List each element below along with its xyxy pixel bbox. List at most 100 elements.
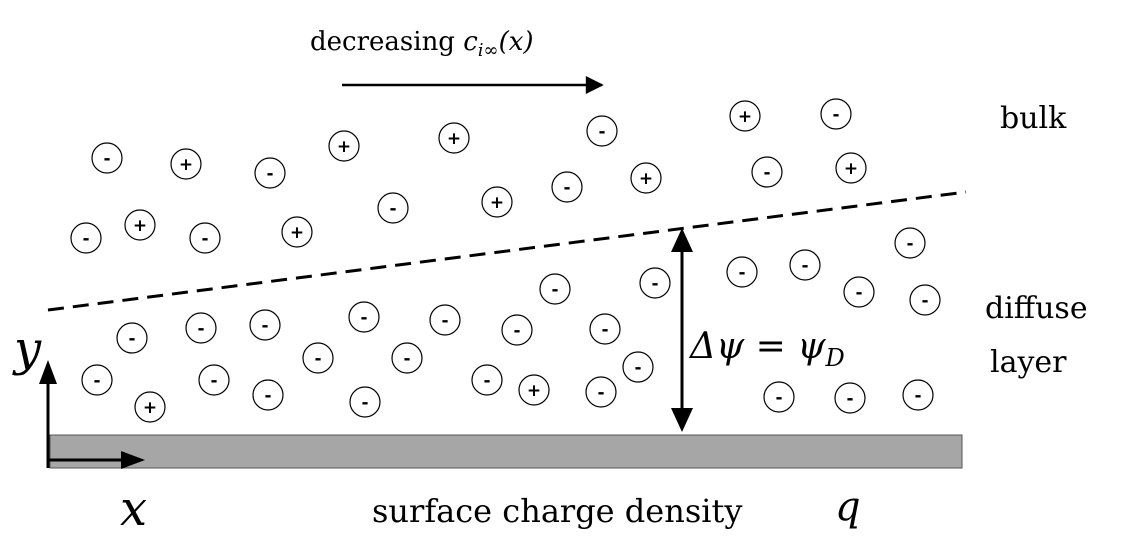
cation: + <box>170 148 202 180</box>
ion-sign: + <box>447 129 461 149</box>
ion-circle <box>551 171 583 203</box>
cation: + <box>134 391 166 423</box>
anion: - <box>249 309 281 341</box>
ion-sign: - <box>597 383 604 403</box>
ion-sign: - <box>775 388 782 408</box>
ion-circle <box>751 156 783 188</box>
ion-sign: - <box>634 358 641 378</box>
ion-sign: - <box>855 283 862 303</box>
ion-circle <box>281 216 313 248</box>
anion: - <box>501 314 533 346</box>
charged-surface <box>49 434 963 469</box>
x-axis-label: x <box>120 481 147 537</box>
ion-circle <box>328 130 360 162</box>
ion-circle <box>252 379 284 411</box>
ion-circle <box>134 391 166 423</box>
ion-circle <box>820 98 852 130</box>
ion-circle <box>834 382 866 414</box>
ion-sign: - <box>914 386 921 406</box>
ion-circle <box>539 273 571 305</box>
ion-circle <box>189 222 221 254</box>
ion-circle <box>185 312 217 344</box>
ion-circle <box>471 364 503 396</box>
cation: + <box>518 374 550 406</box>
ion-circle <box>585 376 617 408</box>
bulk-label: bulk <box>1000 101 1067 136</box>
ion-circle <box>639 267 671 299</box>
anion: - <box>429 304 461 336</box>
cation: + <box>481 186 513 218</box>
ion-sign: - <box>846 389 853 409</box>
ion-circle <box>630 162 662 194</box>
anion: - <box>589 313 621 345</box>
anion: - <box>551 171 583 203</box>
ion-circle <box>894 227 926 259</box>
delta-psi-label: Δψ = ψD <box>688 326 845 372</box>
ion-circle <box>622 351 654 383</box>
anion: - <box>471 364 503 396</box>
x-arrow-head <box>121 451 145 469</box>
ion-circle <box>254 157 286 189</box>
ion-sign: - <box>551 280 558 300</box>
ion-circle <box>91 142 123 174</box>
anion: - <box>585 376 617 408</box>
ion-sign: + <box>639 169 653 189</box>
ion-sign: - <box>201 229 208 249</box>
ion-sign: - <box>266 164 273 184</box>
anion: - <box>639 267 671 299</box>
ion-sign: + <box>527 381 541 401</box>
anion: - <box>909 284 941 316</box>
anion: - <box>91 142 123 174</box>
ion-sign: - <box>103 149 110 169</box>
ion-sign: - <box>763 163 770 183</box>
ion-circle <box>902 379 934 411</box>
ion-sign: - <box>210 371 217 391</box>
ion-sign: + <box>337 137 351 157</box>
anion: - <box>622 351 654 383</box>
ion-sign: - <box>598 122 605 142</box>
ion-circle <box>501 314 533 346</box>
ion-sign: + <box>490 193 504 213</box>
ion-circle <box>438 122 470 154</box>
ion-sign: + <box>290 223 304 243</box>
ion-circle <box>429 304 461 336</box>
ion-circle <box>729 100 761 132</box>
cation: + <box>124 209 156 241</box>
ion-circle <box>249 309 281 341</box>
anion: - <box>348 301 380 333</box>
ion-circle <box>70 222 102 254</box>
ion-sign: - <box>261 316 268 336</box>
ion-sign: + <box>844 159 858 179</box>
anion: - <box>377 192 409 224</box>
top-arrow-label: decreasing ci∞(x) <box>310 27 534 61</box>
ion-circle <box>124 209 156 241</box>
anion: - <box>834 382 866 414</box>
ion-circle <box>377 192 409 224</box>
ion-sign: - <box>314 349 321 369</box>
anion: - <box>198 364 230 396</box>
ion-circle <box>586 115 618 147</box>
ion-circle <box>302 342 334 374</box>
layer-label: layer <box>990 345 1067 380</box>
ion-sign: - <box>403 349 410 369</box>
anion: - <box>789 249 821 281</box>
anion: - <box>189 222 221 254</box>
ion-sign: + <box>738 107 752 127</box>
anion: - <box>254 157 286 189</box>
anion: - <box>116 322 148 354</box>
ion-sign: - <box>93 371 100 391</box>
anion: - <box>894 227 926 259</box>
anion: - <box>820 98 852 130</box>
ion-sign: - <box>361 393 368 413</box>
cation: + <box>835 152 867 184</box>
anion: - <box>751 156 783 188</box>
ion-sign: + <box>133 216 147 236</box>
ion-sign: - <box>360 308 367 328</box>
ion-circle <box>348 301 380 333</box>
ion-circle <box>835 152 867 184</box>
ion-sign: - <box>906 234 913 254</box>
ion-sign: - <box>264 386 271 406</box>
anion: - <box>81 364 113 396</box>
